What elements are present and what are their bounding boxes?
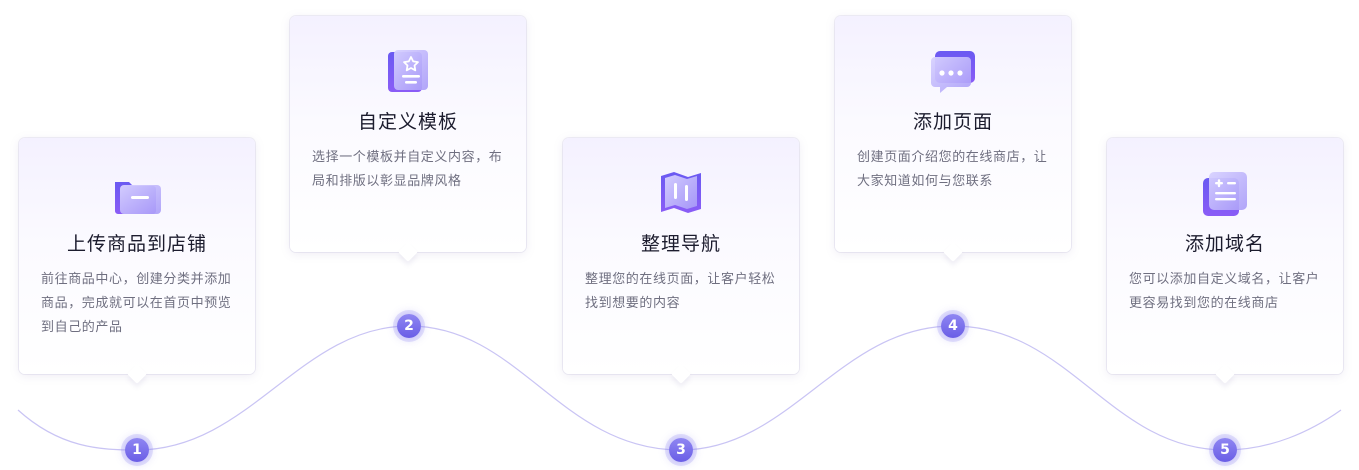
chat-icon (925, 44, 981, 100)
step-description: 整理您的在线页面，让客户轻松找到想要的内容 (585, 272, 776, 311)
step-marker-1: 1 (125, 438, 149, 462)
step-description: 选择一个模板并自定义内容，布局和排版以彰显品牌风格 (312, 150, 503, 189)
step-marker-4: 4 (941, 314, 965, 338)
step-description: 您可以添加自定义域名，让客户更容易找到您的在线商店 (1129, 272, 1320, 311)
template-icon (380, 44, 436, 100)
step-card-2: 自定义模板 选择一个模板并自定义内容，布局和排版以彰显品牌风格 (290, 16, 526, 252)
step-title: 上传商品到店铺 (66, 233, 207, 255)
step-card-3: 整理导航 整理您的在线页面，让客户轻松找到想要的内容 (563, 138, 799, 374)
step-marker-5: 5 (1213, 438, 1237, 462)
step-title: 整理导航 (640, 233, 721, 255)
folder-icon (109, 166, 165, 222)
step-marker-3: 3 (669, 438, 693, 462)
map-icon (653, 166, 709, 222)
step-card-5: 添加域名 您可以添加自定义域名，让客户更容易找到您的在线商店 (1107, 138, 1343, 374)
step-description: 创建页面介绍您的在线商店，让大家知道如何与您联系 (857, 150, 1048, 189)
step-title: 添加域名 (1184, 233, 1265, 255)
calculator-icon (1197, 166, 1253, 222)
step-card-4: 添加页面 创建页面介绍您的在线商店，让大家知道如何与您联系 (835, 16, 1071, 252)
step-description: 前往商品中心，创建分类并添加商品，完成就可以在首页中预览到自己的产品 (41, 272, 232, 335)
step-title: 自定义模板 (357, 111, 458, 133)
step-title: 添加页面 (912, 111, 993, 133)
step-marker-2: 2 (397, 314, 421, 338)
step-card-1: 上传商品到店铺 前往商品中心，创建分类并添加商品，完成就可以在首页中预览到自己的… (19, 138, 255, 374)
